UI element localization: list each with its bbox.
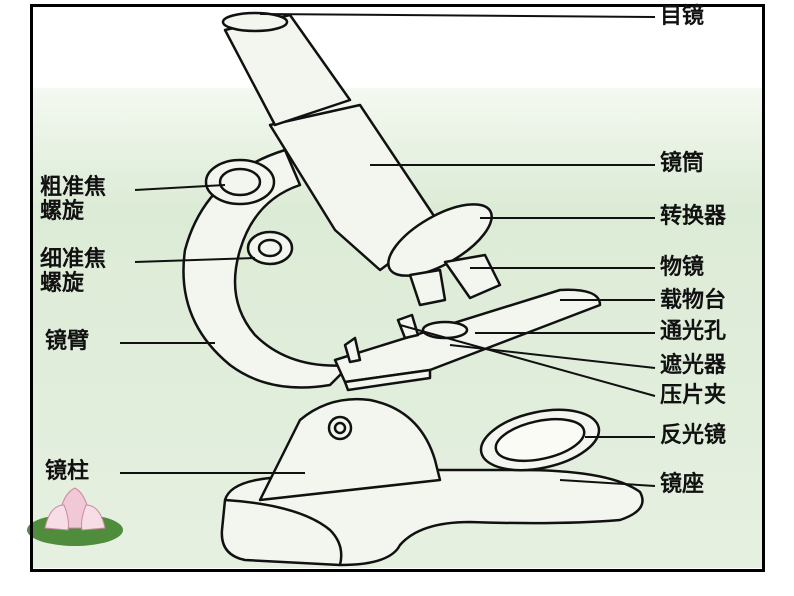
label-arm: 镜臂 bbox=[45, 329, 90, 354]
label-objective: 物镜 bbox=[660, 255, 705, 280]
label-diaphragm: 遮光器 bbox=[660, 353, 727, 378]
label-fine-line2: 螺旋 bbox=[40, 271, 85, 296]
label-stage: 载物台 bbox=[660, 288, 727, 313]
label-aperture: 通光孔 bbox=[660, 319, 727, 344]
label-fine-adjustment: 细准焦 螺旋 bbox=[40, 248, 106, 296]
label-pillar: 镜柱 bbox=[45, 459, 90, 484]
leader-lines bbox=[120, 13, 656, 487]
objective-shape bbox=[443, 253, 502, 300]
diagram-frame bbox=[30, 4, 765, 572]
clip-shape bbox=[343, 336, 362, 364]
label-nosepiece: 转换器 bbox=[660, 204, 727, 229]
label-clip: 压片夹 bbox=[660, 383, 727, 408]
arm-shape bbox=[182, 148, 352, 389]
label-mirror: 反光镜 bbox=[660, 423, 727, 448]
label-base: 镜座 bbox=[660, 472, 705, 497]
eyepiece-shape bbox=[221, 11, 289, 33]
label-coarse-adjustment: 粗准焦 螺旋 bbox=[40, 176, 106, 224]
pillar-shape bbox=[258, 398, 442, 502]
label-fine-line1: 细准焦 bbox=[40, 247, 107, 272]
lotus-decoration bbox=[27, 487, 123, 546]
microscope-drawing bbox=[182, 11, 644, 567]
label-coarse-line2: 螺旋 bbox=[40, 199, 85, 224]
label-tube: 镜筒 bbox=[660, 151, 705, 176]
label-coarse-line1: 粗准焦 bbox=[40, 175, 107, 200]
label-eyepiece: 目镜 bbox=[660, 4, 705, 29]
